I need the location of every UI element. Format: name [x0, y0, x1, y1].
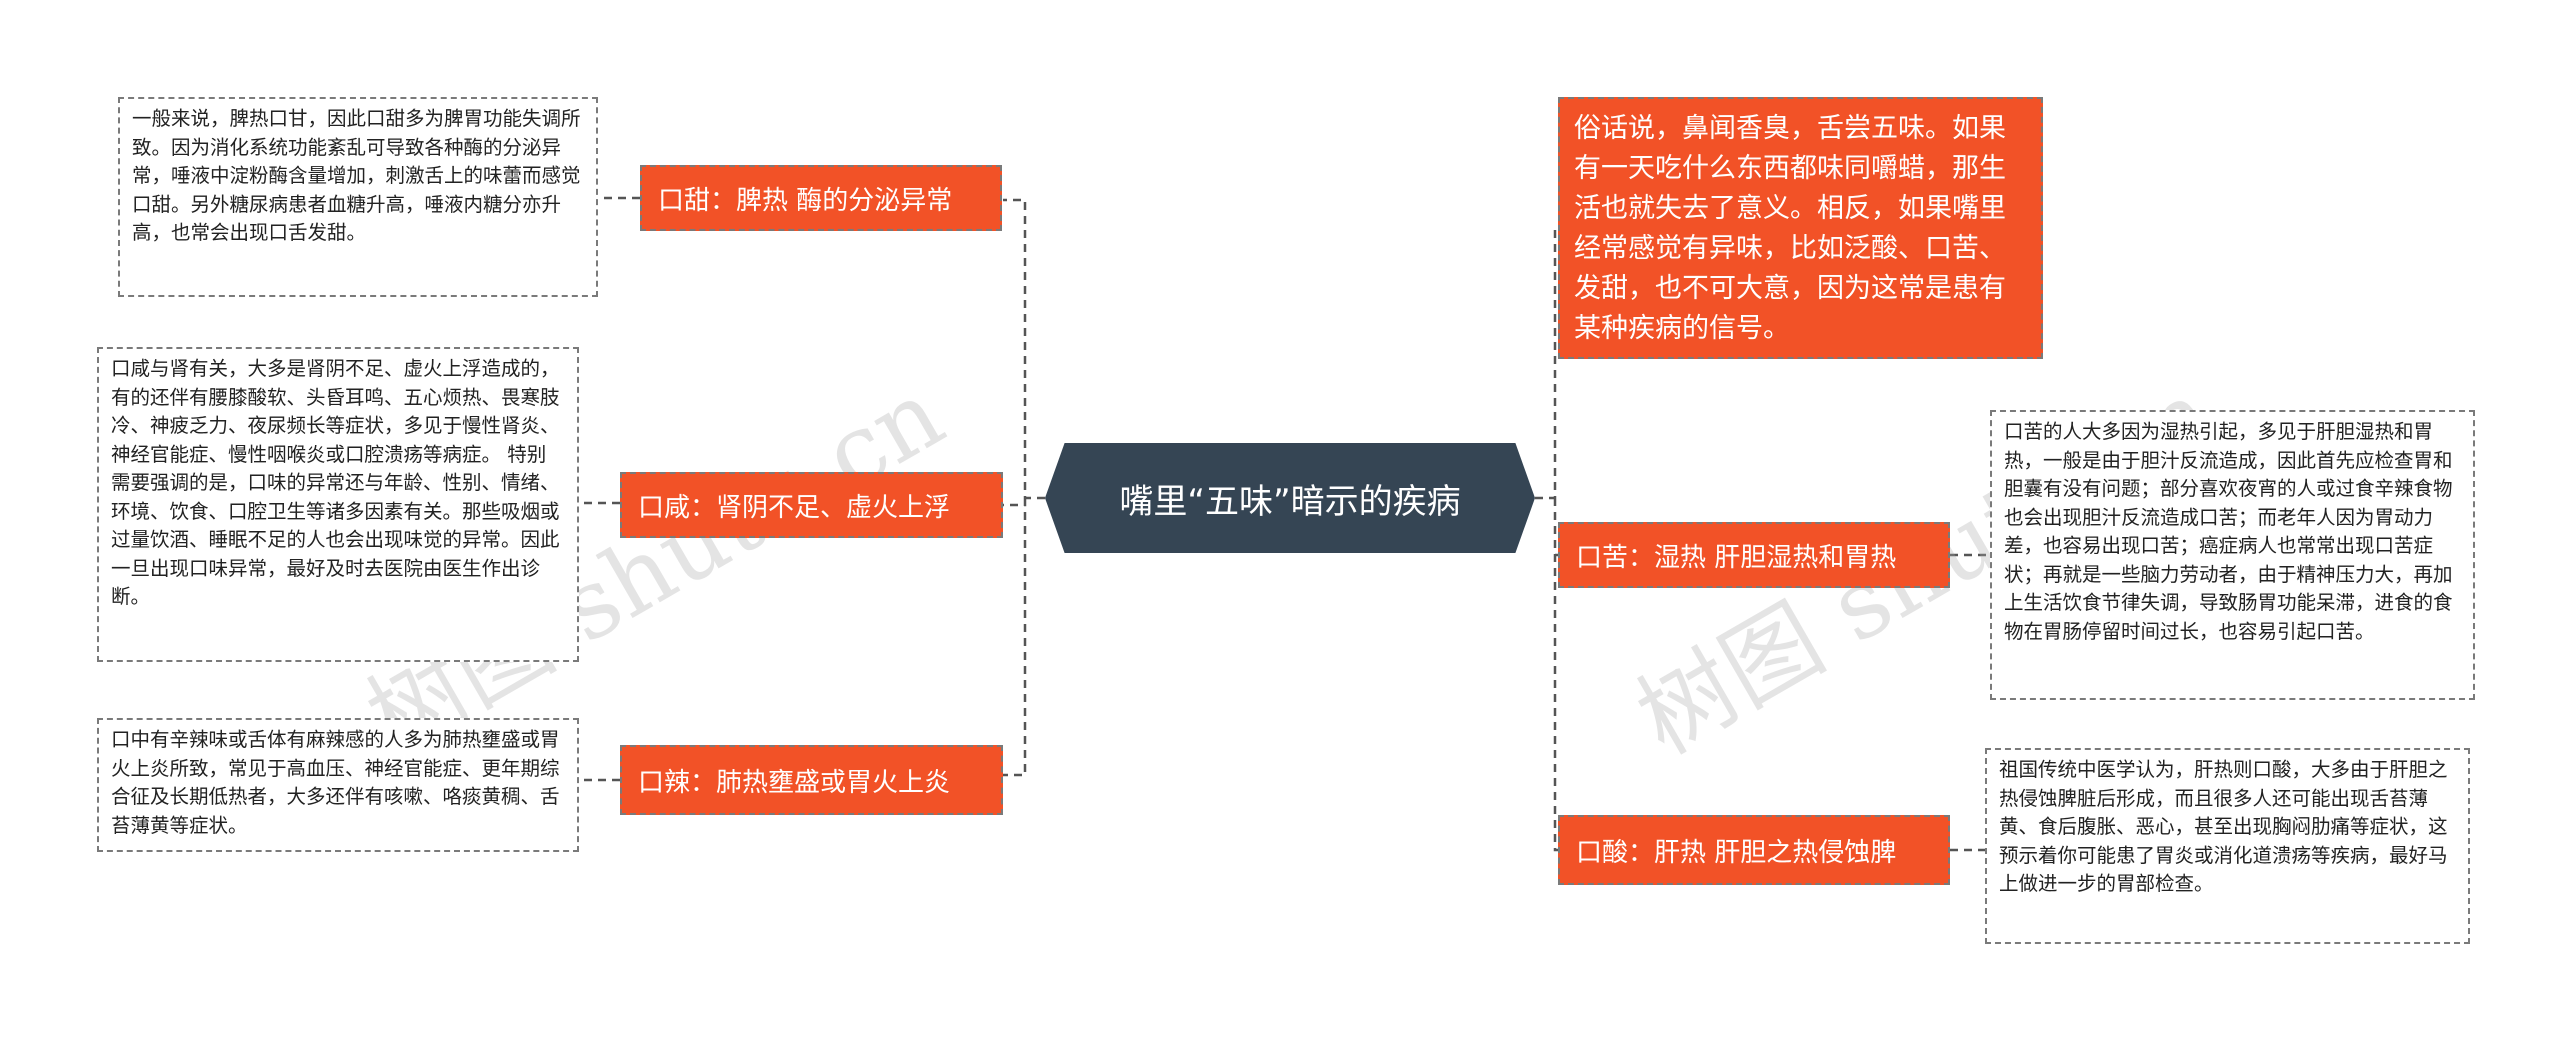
detail-salty[interactable]: 口咸与肾有关，大多是肾阴不足、虚火上浮造成的，有的还伴有腰膝酸软、头昏耳鸣、五心…: [97, 347, 579, 662]
branch-spicy-label: 口辣：肺热壅盛或胃火上炎: [638, 767, 951, 798]
branch-bitter-label: 口苦：湿热 肝胆湿热和胃热: [1576, 542, 1897, 573]
branch-spicy[interactable]: 口辣：肺热壅盛或胃火上炎: [620, 745, 1003, 815]
branch-sour-label: 口酸：肝热 肝胆之热侵蚀脾: [1576, 837, 1897, 868]
branch-bitter[interactable]: 口苦：湿热 肝胆湿热和胃热: [1558, 522, 1950, 588]
central-topic[interactable]: 嘴里“五味”暗示的疾病: [1045, 443, 1535, 553]
intro-node[interactable]: 俗话说，鼻闻香臭，舌尝五味。如果有一天吃什么东西都味同嚼蜡，那生活也就失去了意义…: [1558, 97, 2043, 359]
branch-salty-label: 口咸：肾阴不足、虚火上浮: [638, 492, 951, 523]
detail-sour-text: 祖国传统中医学认为，肝热则口酸，大多由于肝胆之热侵蚀脾脏后形成，而且很多人还可能…: [1999, 758, 2448, 895]
detail-bitter-text: 口苦的人大多因为湿热引起，多见于肝胆湿热和胃热，一般是由于胆汁反流造成，因此首先…: [2004, 420, 2453, 643]
branch-sweet[interactable]: 口甜：脾热 酶的分泌异常: [640, 165, 1002, 231]
central-topic-label: 嘴里“五味”暗示的疾病: [1119, 481, 1461, 522]
connector-center-right: [1535, 228, 1560, 852]
connector-center-left: [1003, 198, 1045, 777]
branch-sweet-label: 口甜：脾热 酶的分泌异常: [658, 185, 953, 216]
detail-sweet-text: 一般来说，脾热口甘，因此口甜多为脾胃功能失调所致。因为消化系统功能紊乱可导致各种…: [132, 107, 581, 244]
detail-salty-text: 口咸与肾有关，大多是肾阴不足、虚火上浮造成的，有的还伴有腰膝酸软、头昏耳鸣、五心…: [111, 357, 560, 608]
detail-sour[interactable]: 祖国传统中医学认为，肝热则口酸，大多由于肝胆之热侵蚀脾脏后形成，而且很多人还可能…: [1985, 748, 2470, 944]
detail-spicy[interactable]: 口中有辛辣味或舌体有麻辣感的人多为肺热壅盛或胃火上炎所致，常见于高血压、神经官能…: [97, 718, 579, 852]
branch-sour[interactable]: 口酸：肝热 肝胆之热侵蚀脾: [1558, 815, 1950, 885]
detail-spicy-text: 口中有辛辣味或舌体有麻辣感的人多为肺热壅盛或胃火上炎所致，常见于高血压、神经官能…: [111, 728, 560, 837]
detail-sweet[interactable]: 一般来说，脾热口甘，因此口甜多为脾胃功能失调所致。因为消化系统功能紊乱可导致各种…: [118, 97, 598, 297]
branch-salty[interactable]: 口咸：肾阴不足、虚火上浮: [620, 472, 1003, 538]
intro-text: 俗话说，鼻闻香臭，舌尝五味。如果有一天吃什么东西都味同嚼蜡，那生活也就失去了意义…: [1574, 113, 2006, 344]
detail-bitter[interactable]: 口苦的人大多因为湿热引起，多见于肝胆湿热和胃热，一般是由于胆汁反流造成，因此首先…: [1990, 410, 2475, 700]
